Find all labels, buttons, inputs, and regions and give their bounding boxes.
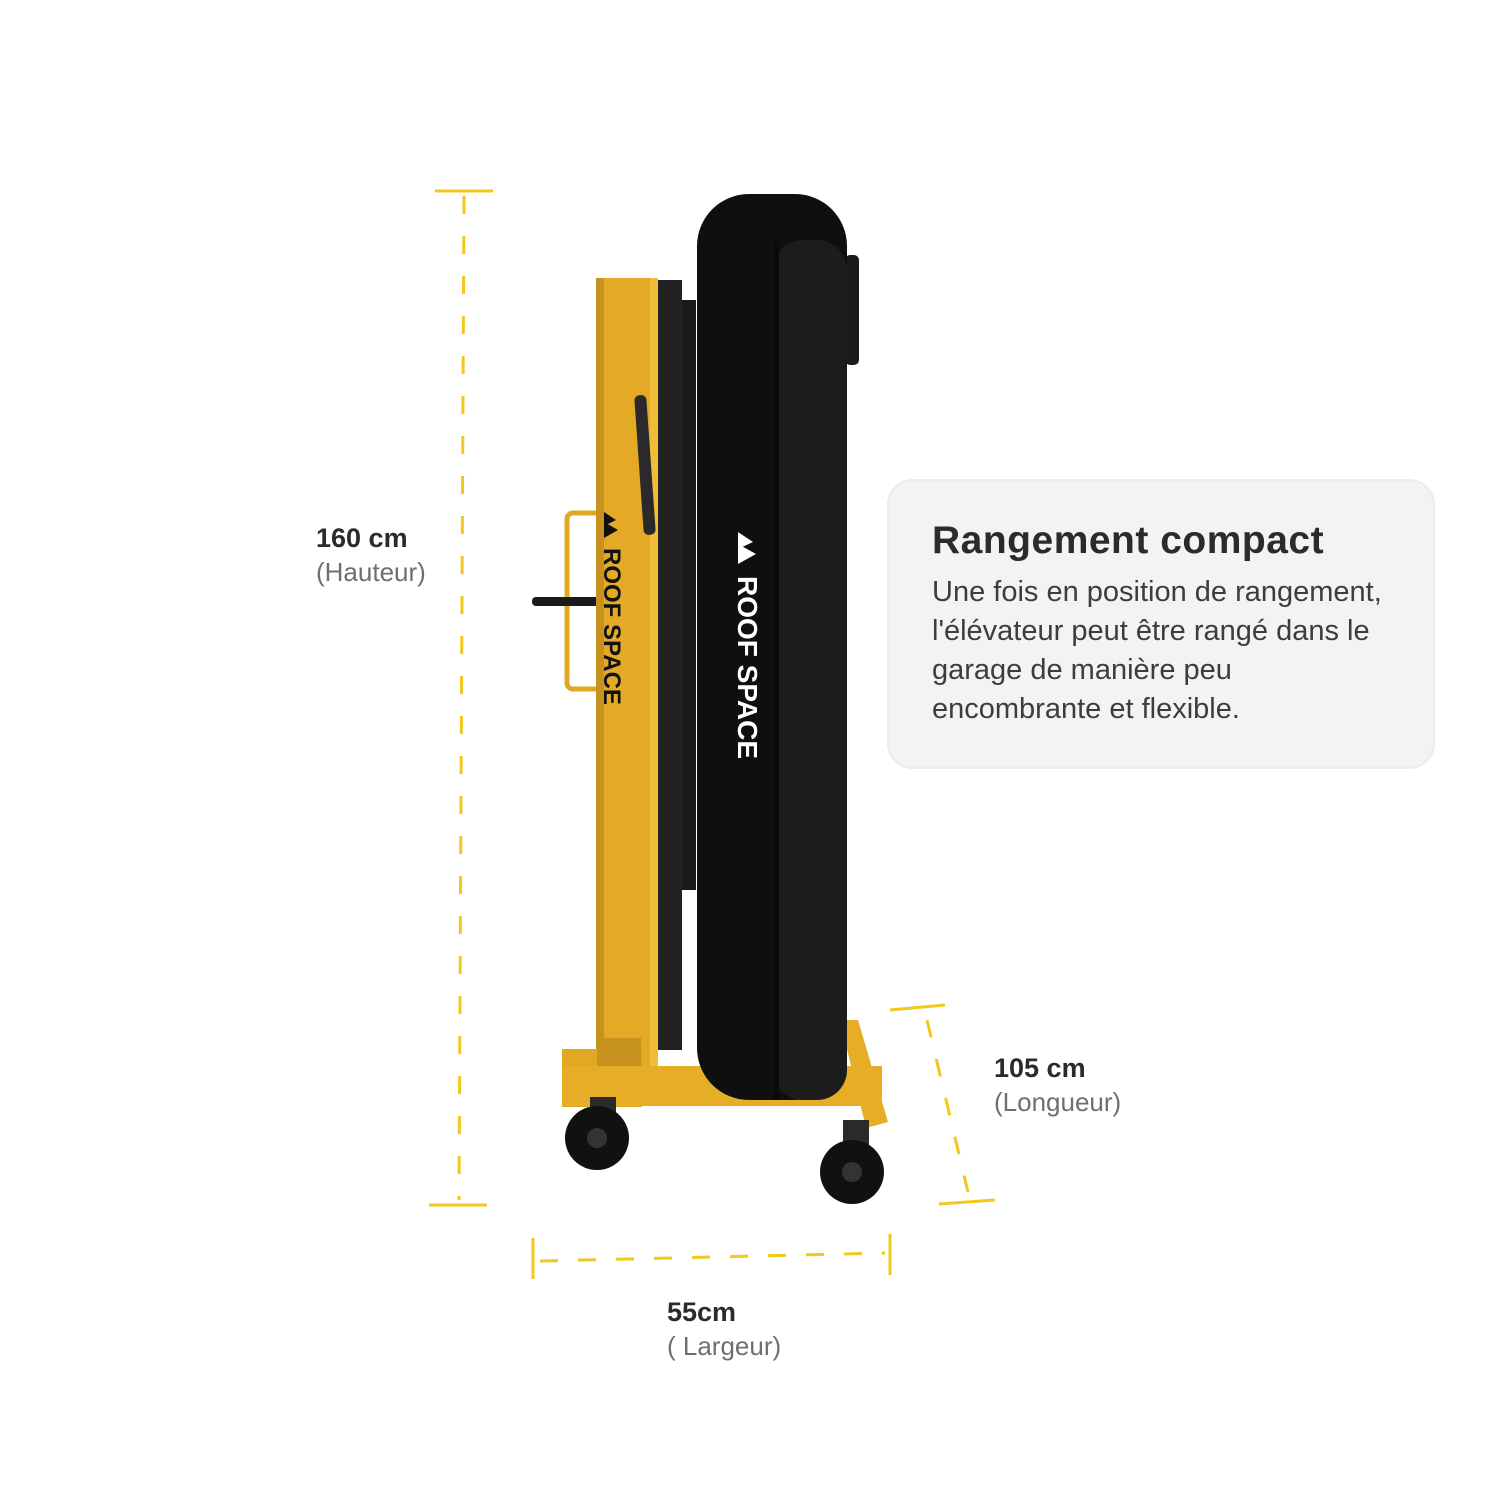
width-value: 55cm: [667, 1297, 737, 1327]
crank-handle: [532, 597, 602, 606]
width-dimension-line: [531, 1234, 892, 1279]
folded-roof-tent: [697, 194, 859, 1100]
front-right-wheel: [820, 1120, 884, 1204]
lift-frame: [532, 278, 888, 1204]
base-right-leg: [840, 1020, 888, 1128]
length-dimension-label: 105 cm (Longueur): [994, 1052, 1121, 1118]
height-value: 160 cm: [316, 523, 408, 553]
roof-space-logo-tent: ROOF SPACE: [732, 532, 763, 759]
length-value: 105 cm: [994, 1053, 1086, 1083]
roof-space-logo-frame: ROOF SPACE: [598, 512, 625, 705]
tent-cover-panel: [773, 240, 847, 1100]
compact-storage-card: Rangement compact Une fois en position d…: [887, 479, 1435, 769]
length-name: (Longueur): [994, 1086, 1122, 1117]
card-body: Une fois en position de rangement, l'élé…: [932, 576, 1382, 725]
height-dimension-line: [429, 189, 493, 1207]
svg-text:ROOF SPACE: ROOF SPACE: [732, 576, 763, 759]
length-dimension-line: [889, 1003, 996, 1206]
width-dimension-label: 55cm ( Largeur): [667, 1296, 781, 1362]
width-name: ( Largeur): [667, 1330, 782, 1361]
card-title: Rangement compact: [932, 519, 1325, 562]
svg-text:ROOF SPACE: ROOF SPACE: [598, 548, 625, 705]
inner-rail: [658, 280, 682, 1050]
gas-spring: [634, 395, 656, 535]
front-left-wheel: [565, 1097, 629, 1170]
tent-strap: [845, 255, 859, 365]
height-name: (Hauteur): [316, 556, 426, 587]
mast: [596, 278, 658, 1078]
height-dimension-label: 160 cm (Hauteur): [316, 522, 426, 588]
